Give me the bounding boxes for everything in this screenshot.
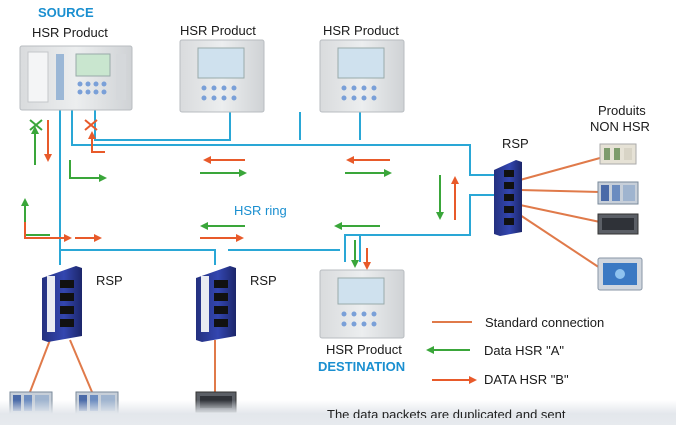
caption: The data packets are duplicated and sent	[327, 408, 566, 418]
source-product-label: HSR Product	[32, 25, 108, 40]
legend-hsr-a-label: Data HSR "A"	[484, 343, 565, 358]
protection-relay-icon	[319, 269, 405, 339]
bottom-fade	[0, 400, 676, 425]
protection-relay-icon	[179, 39, 265, 113]
rsp-right-label: RSP	[502, 136, 529, 151]
rsp-switch-icon	[494, 160, 522, 236]
hsr-b-arrows	[24, 119, 477, 384]
rsp-left-label: RSP	[96, 273, 123, 288]
protection-relay-icon	[19, 45, 133, 111]
rsp-switch-icon	[42, 266, 82, 342]
hsr-ring-lines	[59, 110, 495, 265]
rsp-switch-icon	[196, 266, 236, 342]
legend-hsr-b-label: DATA HSR "B"	[484, 372, 569, 387]
plc-module-icon	[597, 181, 639, 205]
protection-relay-icon	[319, 39, 405, 113]
plc-module-icon	[597, 213, 639, 235]
destination-product-label: HSR Product	[326, 342, 402, 357]
rsp-mid-label: RSP	[250, 273, 277, 288]
hsr-a-arrows	[21, 119, 470, 354]
product-3-label: HSR Product	[323, 23, 399, 38]
destination-label: DESTINATION	[318, 359, 406, 374]
non-hsr-label-line2: NON HSR	[590, 119, 650, 134]
product-2-label: HSR Product	[180, 23, 256, 38]
non-hsr-label-line1: Produits	[598, 103, 646, 118]
standard-connections	[29, 157, 601, 393]
plc-module-icon	[599, 143, 637, 165]
hsr-ring-label: HSR ring	[234, 203, 287, 218]
hmi-panel-icon	[597, 257, 643, 291]
legend-standard-label: Standard connection	[485, 315, 605, 330]
source-label: SOURCE	[38, 5, 94, 20]
